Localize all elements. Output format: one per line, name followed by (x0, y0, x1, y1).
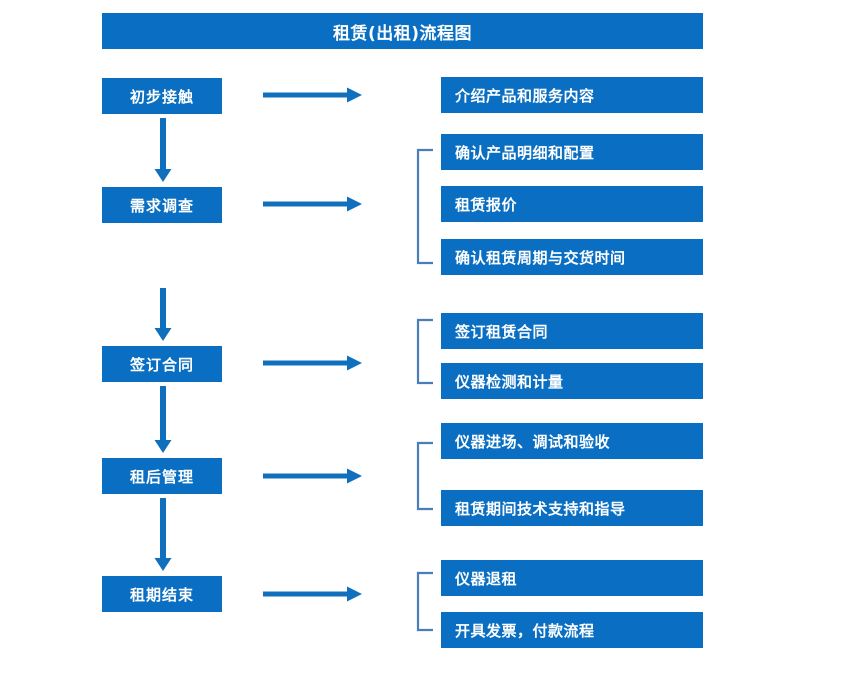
detail-box-10[interactable]: 开具发票，付款流程 (441, 612, 703, 648)
detail-box-3-label: 租赁报价 (455, 195, 518, 214)
detail-box-5-label: 签订租赁合同 (455, 322, 549, 341)
detail-box-8-label: 租赁期间技术支持和指导 (455, 499, 626, 518)
detail-box-8[interactable]: 租赁期间技术支持和指导 (441, 490, 703, 526)
down-arrow-4 (154, 498, 172, 571)
right-arrow-3-shaft (263, 360, 347, 366)
stage-box-2[interactable]: 需求调查 (102, 187, 222, 223)
right-arrow-4-shaft (263, 473, 347, 479)
down-arrow-1-shaft (160, 118, 166, 169)
down-arrow-2-head (154, 328, 172, 341)
stage-box-5-label: 租期结束 (129, 585, 194, 604)
right-arrow-5-shaft (263, 591, 347, 597)
detail-box-4-label: 确认租赁周期与交货时间 (455, 248, 626, 267)
right-arrow-4-head (347, 468, 362, 484)
stage-box-5[interactable]: 租期结束 (102, 576, 222, 612)
detail-box-7[interactable]: 仪器进场、调试和验收 (441, 423, 703, 459)
detail-box-1-label: 介绍产品和服务内容 (455, 86, 595, 105)
stage-box-1[interactable]: 初步接触 (102, 78, 222, 114)
right-arrow-1-shaft (263, 92, 347, 98)
stage-box-3-label: 签订合同 (129, 355, 194, 374)
bracket-group-3 (416, 318, 433, 385)
bracket-group-2 (416, 148, 433, 265)
detail-box-4[interactable]: 确认租赁周期与交货时间 (441, 239, 703, 275)
detail-box-9[interactable]: 仪器退租 (441, 560, 703, 596)
bracket-group-4 (416, 441, 433, 511)
down-arrow-2 (154, 288, 172, 341)
detail-box-6[interactable]: 仪器检测和计量 (441, 363, 703, 399)
stage-box-4[interactable]: 租后管理 (102, 458, 222, 494)
stage-box-1-label: 初步接触 (129, 87, 194, 106)
right-arrow-1-head (347, 87, 362, 103)
down-arrow-4-head (154, 558, 172, 571)
detail-box-2[interactable]: 确认产品明细和配置 (441, 134, 703, 170)
down-arrow-4-shaft (160, 498, 166, 558)
down-arrow-3 (154, 386, 172, 453)
down-arrow-3-head (154, 440, 172, 453)
detail-box-1[interactable]: 介绍产品和服务内容 (441, 77, 703, 113)
detail-box-10-label: 开具发票，付款流程 (455, 621, 595, 640)
bracket-group-5 (416, 571, 433, 632)
right-arrow-2-shaft (263, 201, 347, 207)
right-arrow-1 (263, 87, 362, 103)
stage-box-3[interactable]: 签订合同 (102, 346, 222, 382)
detail-box-6-label: 仪器检测和计量 (455, 372, 564, 391)
down-arrow-3-shaft (160, 386, 166, 440)
down-arrow-1-head (154, 169, 172, 182)
right-arrow-2-head (347, 196, 362, 212)
right-arrow-3-head (347, 355, 362, 371)
stage-box-4-label: 租后管理 (129, 467, 194, 486)
detail-box-7-label: 仪器进场、调试和验收 (455, 432, 611, 451)
detail-box-2-label: 确认产品明细和配置 (455, 143, 595, 162)
stage-box-2-label: 需求调查 (129, 196, 194, 215)
right-arrow-4 (263, 468, 362, 484)
down-arrow-2-shaft (160, 288, 166, 328)
detail-box-5[interactable]: 签订租赁合同 (441, 313, 703, 349)
right-arrow-3 (263, 355, 362, 371)
right-arrow-5 (263, 586, 362, 602)
down-arrow-1 (154, 118, 172, 182)
detail-box-9-label: 仪器退租 (455, 569, 518, 588)
right-arrow-2 (263, 196, 362, 212)
right-arrow-5-head (347, 586, 362, 602)
detail-box-3[interactable]: 租赁报价 (441, 186, 703, 222)
page-title: 租赁(出租)流程图 (102, 13, 703, 49)
